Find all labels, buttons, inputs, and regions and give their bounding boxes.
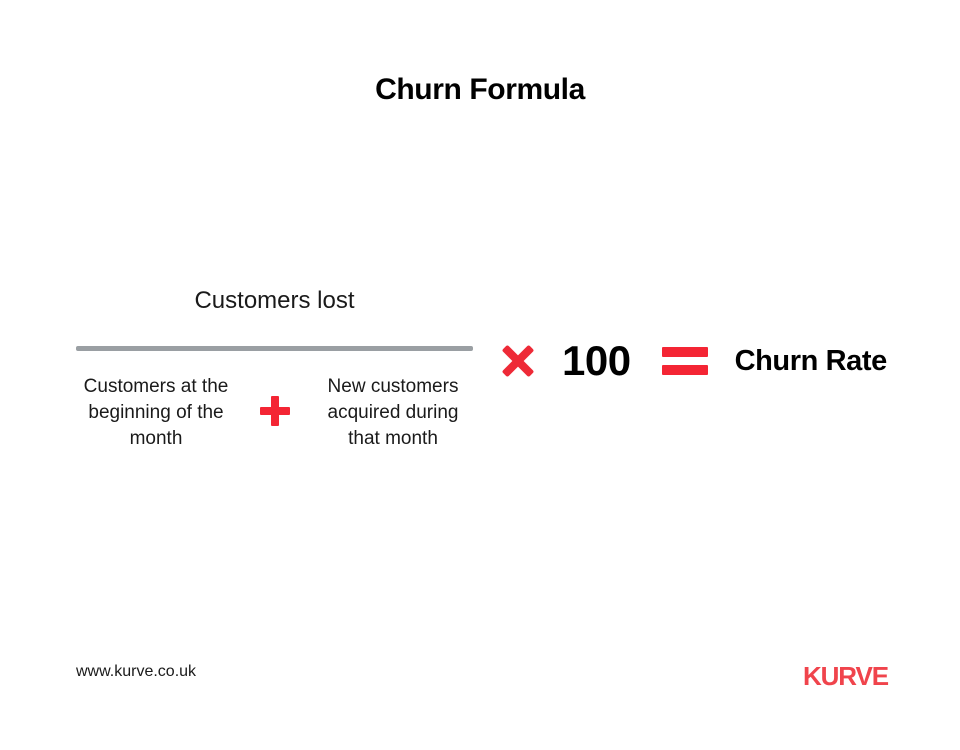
formula-fraction: Customers lost Customers at the beginnin… xyxy=(76,286,473,452)
churn-formula: Customers lost Customers at the beginnin… xyxy=(0,286,960,496)
denominator-term-right: New customers acquired during that month xyxy=(327,376,459,449)
denominator-term-left: Customers at the beginning of the month xyxy=(83,376,229,449)
formula-denominator: Customers at the beginning of the month … xyxy=(76,351,473,452)
footer-website-url: www.kurve.co.uk xyxy=(76,663,197,680)
formula-operations-row: 100 Churn Rate xyxy=(500,331,887,391)
equals-bar-bottom xyxy=(661,365,708,375)
plus-icon xyxy=(259,396,290,426)
formula-numerator: Customers lost xyxy=(194,287,355,314)
denominator-operator xyxy=(247,374,303,426)
fraction-divider-line xyxy=(76,346,473,351)
multiply-icon xyxy=(500,343,536,379)
brand-logo: KURVE xyxy=(802,661,889,691)
result-label: Churn Rate xyxy=(734,344,888,377)
page-title: Churn Formula xyxy=(375,73,585,106)
multiplier-value: 100 xyxy=(562,337,631,384)
equals-icon xyxy=(661,346,708,376)
equals-bar-top xyxy=(661,347,708,357)
